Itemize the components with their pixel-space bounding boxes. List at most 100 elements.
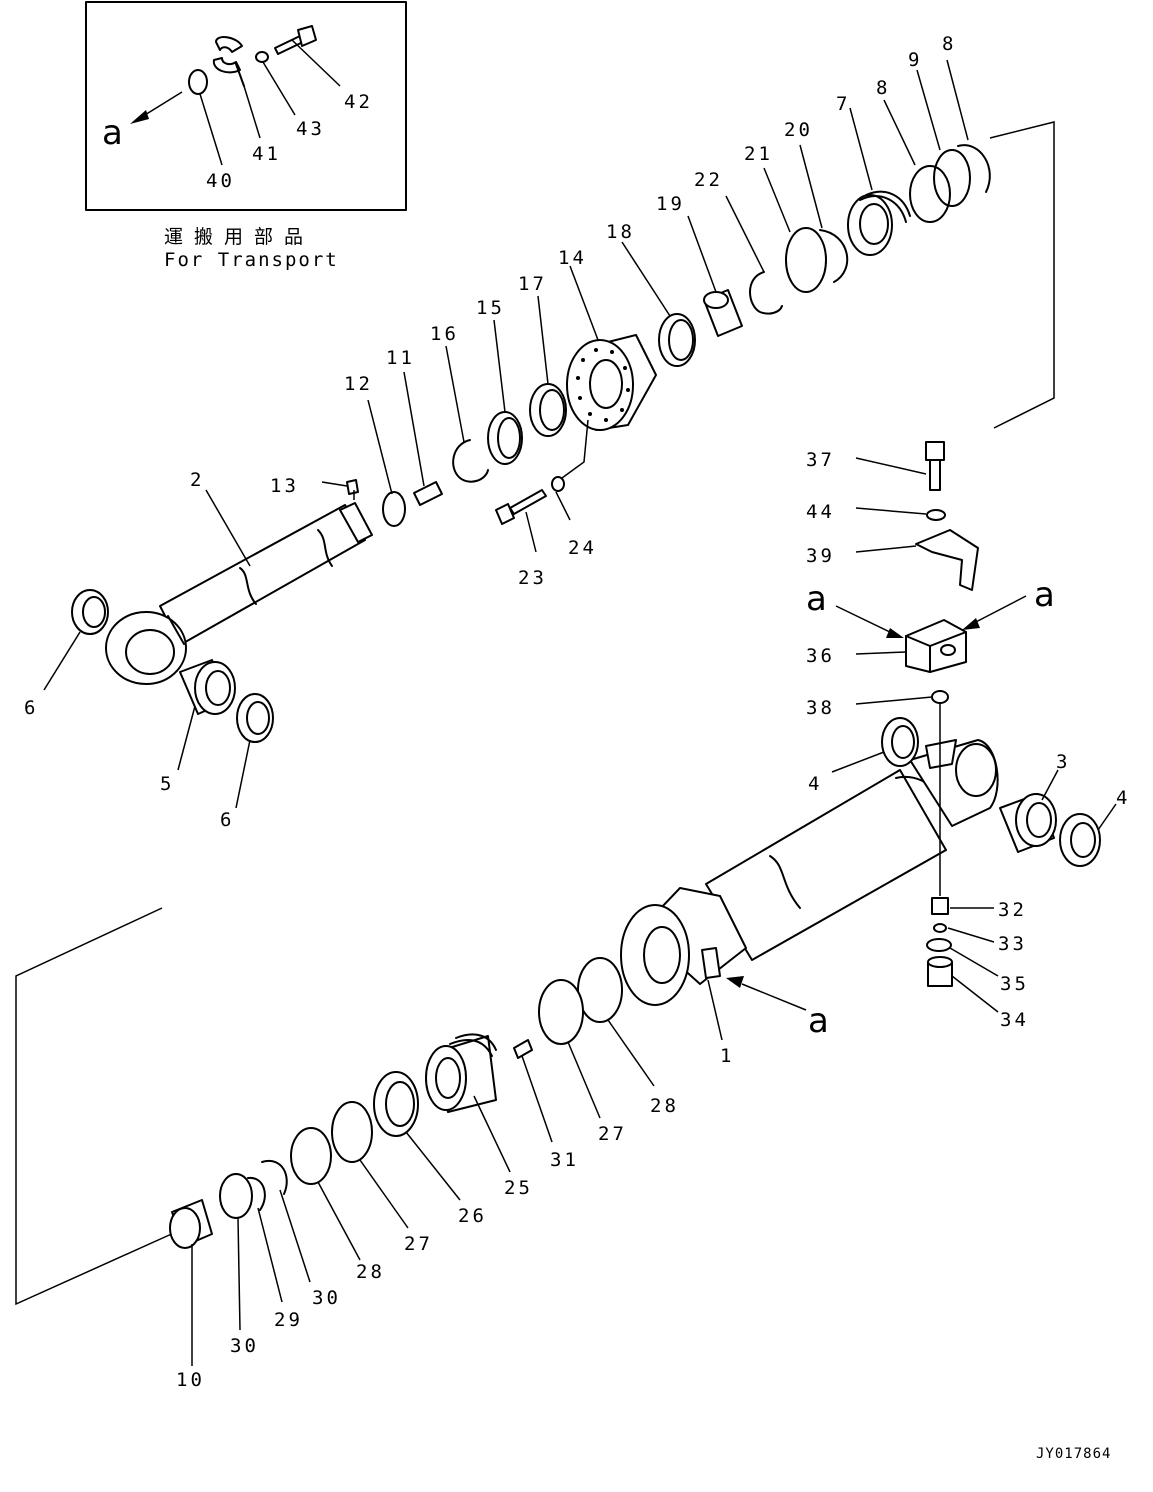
part-29-ring (247, 1176, 266, 1211)
part-4-dust-seal-a (881, 717, 919, 767)
part-8-ring-b (957, 144, 991, 193)
callout-3: 3 (1056, 751, 1070, 773)
part-20-ring (819, 229, 849, 283)
callout-10: 10 (176, 1369, 205, 1391)
marker-a-lower: a (808, 1001, 829, 1041)
part-4-dust-seal-b (1059, 813, 1101, 867)
callout-22: 22 (694, 169, 723, 191)
callout-34: 34 (1000, 1009, 1029, 1031)
callout-21: 21 (744, 143, 773, 165)
callout-44: 44 (806, 501, 835, 523)
marker-a-inset: a (102, 113, 123, 153)
callout-24: 24 (568, 537, 597, 559)
marker-labels: a a a a (102, 113, 1055, 1041)
callout-13: 13 (270, 475, 299, 497)
callout-36: 36 (806, 645, 835, 667)
callout-31: 31 (550, 1149, 579, 1171)
caption-english: For Transport (164, 249, 339, 271)
part-36-block (905, 619, 967, 673)
part-30-ring-a (261, 1159, 288, 1195)
part-8-ring-a (909, 165, 951, 223)
callout-35: 35 (1000, 973, 1029, 995)
callout-38: 38 (806, 697, 835, 719)
callout-20: 20 (784, 119, 813, 141)
callout-14: 14 (558, 247, 587, 269)
callout-32: 32 (998, 899, 1027, 921)
callout-23: 23 (518, 567, 547, 589)
part-24-washer (551, 476, 565, 492)
part-9-ring (933, 149, 971, 207)
part-40-ring (188, 69, 208, 95)
part-30-ring-b (219, 1173, 253, 1219)
callout-30-right: 30 (312, 1287, 341, 1309)
callout-9: 9 (908, 49, 922, 71)
callout-7: 7 (836, 93, 850, 115)
callout-41: 41 (252, 143, 281, 165)
part-28-ring-b (290, 1127, 332, 1185)
part-17-ring (529, 383, 567, 437)
part-41-lock-plate (212, 36, 245, 87)
exploded-frame-lines (15, 121, 1055, 1306)
part-26-ring (373, 1071, 419, 1137)
arrow-a-36-left (835, 605, 904, 638)
part-2-piston-rod (105, 502, 373, 685)
callout-6-left: 6 (24, 697, 38, 719)
part-31-screw (513, 1039, 533, 1059)
part-38-o-ring (931, 690, 949, 704)
part-37-bolt (925, 441, 945, 491)
part-27-ring-a (538, 979, 584, 1045)
part-13-grease-fitting (346, 479, 359, 495)
callout-27-left: 27 (404, 1233, 433, 1255)
part-44-washer (926, 509, 946, 521)
part-16-snap-ring (452, 439, 489, 483)
callout-1: 1 (720, 1045, 734, 1067)
callout-2: 2 (190, 469, 204, 491)
part-27-ring-b (331, 1101, 373, 1163)
callout-39: 39 (806, 545, 835, 567)
callout-16: 16 (430, 323, 459, 345)
callout-25: 25 (504, 1177, 533, 1199)
part-25-piston (425, 1033, 497, 1113)
callout-30-left: 30 (230, 1335, 259, 1357)
drawing-code: JY017864 (1036, 1446, 1111, 1462)
callout-6: 6 (220, 809, 234, 831)
part-15-ring (487, 411, 523, 465)
callout-28-right: 28 (650, 1095, 679, 1117)
part-7-piston (847, 190, 911, 256)
part-34-plug (927, 956, 953, 987)
part-6-dust-seal-a (71, 589, 109, 635)
upper-leader-lines (205, 59, 969, 567)
part-12-nut (382, 491, 406, 527)
part-14-cylinder-head (566, 334, 657, 431)
part-43-washer (255, 51, 269, 63)
callout-17: 17 (518, 273, 547, 295)
callout-12: 12 (344, 373, 373, 395)
callout-11: 11 (386, 347, 415, 369)
part-28-ring-a (577, 957, 623, 1023)
callout-28-left: 28 (356, 1261, 385, 1283)
part-6-dust-seal-b (236, 693, 274, 743)
part-11-screw (413, 481, 443, 506)
callout-40: 40 (206, 170, 235, 192)
callout-15: 15 (476, 297, 505, 319)
part-19-bushing (703, 289, 743, 337)
callout-42: 42 (344, 91, 373, 113)
part-number-callouts: 42 43 41 40 8 9 8 7 20 21 22 19 18 14 17… (24, 33, 1127, 1391)
part-35-o-ring (926, 938, 952, 952)
caption-japanese: 運搬用部品 (164, 226, 314, 248)
callout-37: 37 (806, 449, 835, 471)
callout-29: 29 (274, 1309, 303, 1331)
part-33-spring (933, 923, 947, 933)
part-3-bushing (999, 793, 1057, 853)
callout-33: 33 (998, 933, 1027, 955)
part-42-bolt (274, 25, 317, 55)
callout-43: 43 (296, 118, 325, 140)
part-10-nut (169, 1199, 213, 1249)
callout-18: 18 (606, 221, 635, 243)
callout-19: 19 (656, 193, 685, 215)
part-1-cylinder-tube (620, 739, 999, 1006)
part-18-ring (658, 313, 696, 367)
callout-8: 8 (876, 77, 890, 99)
part-5-bushing (179, 659, 236, 715)
part-21-ring (785, 227, 827, 293)
